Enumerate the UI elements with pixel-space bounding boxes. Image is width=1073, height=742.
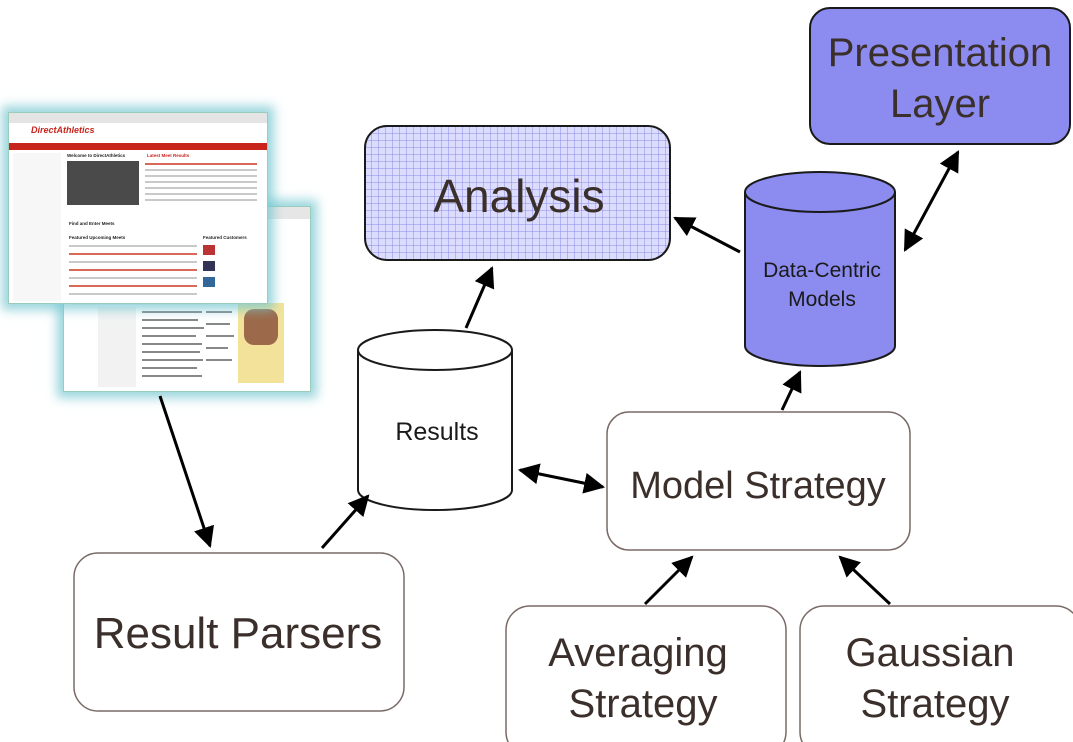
averaging-strategy-label-line-1: Averaging (548, 631, 727, 675)
arrow-results-model-strategy-bidirectional (517, 463, 606, 494)
find-meets-heading: Find and Enter Meets (69, 221, 115, 226)
analysis-box: Analysis (364, 125, 671, 261)
results-label: Results (395, 418, 478, 446)
result-parsers-label: Result Parsers (94, 609, 383, 658)
website-screenshot-front: DirectAthletics Welcome to DirectAthleti… (8, 112, 268, 304)
arrow-averaging-to-model-strategy (643, 555, 694, 606)
arrow-gaussian-to-model-strategy (838, 555, 892, 606)
gaussian-strategy-box: Gaussian Strategy (799, 605, 1073, 742)
arrow-results-to-analysis (464, 266, 495, 329)
site-title: DirectAthletics (31, 125, 95, 135)
data-centric-models-label-line-2: Models (788, 288, 856, 311)
averaging-strategy-label-line-2: Strategy (569, 682, 718, 726)
gaussian-strategy-label-line-1: Gaussian (846, 631, 1015, 675)
arrow-data-models-presentation-bidirectional (903, 150, 960, 252)
arrow-screenshot-to-parsers (158, 395, 214, 548)
model-strategy-box: Model Strategy (606, 411, 911, 551)
featured-meets-heading: Featured Upcoming Meets (69, 235, 126, 240)
presentation-layer-label-line-2: Layer (890, 82, 990, 126)
model-strategy-label: Model Strategy (630, 465, 886, 507)
arrow-model-strategy-to-data-models (780, 370, 802, 411)
latest-results-heading: Latest Meet Results (147, 153, 190, 158)
data-centric-models-label-line-1: Data-Centric (763, 259, 881, 282)
arrow-data-models-to-analysis (673, 216, 741, 254)
analysis-label: Analysis (433, 170, 604, 222)
presentation-layer-label-line-1: Presentation (828, 31, 1053, 75)
result-parsers-box: Result Parsers (73, 552, 405, 712)
arrow-parsers-to-results (320, 494, 370, 549)
featured-customers-heading: Featured Customers (203, 235, 247, 240)
data-centric-models-cylinder: Data-Centric Models (744, 171, 896, 367)
averaging-strategy-box: Averaging Strategy (505, 605, 787, 742)
presentation-layer-box: Presentation Layer (809, 7, 1071, 145)
gaussian-strategy-label-line-2: Strategy (861, 682, 1010, 726)
results-cylinder: Results (357, 329, 513, 511)
welcome-heading: Welcome to DirectAthletics (67, 153, 126, 158)
